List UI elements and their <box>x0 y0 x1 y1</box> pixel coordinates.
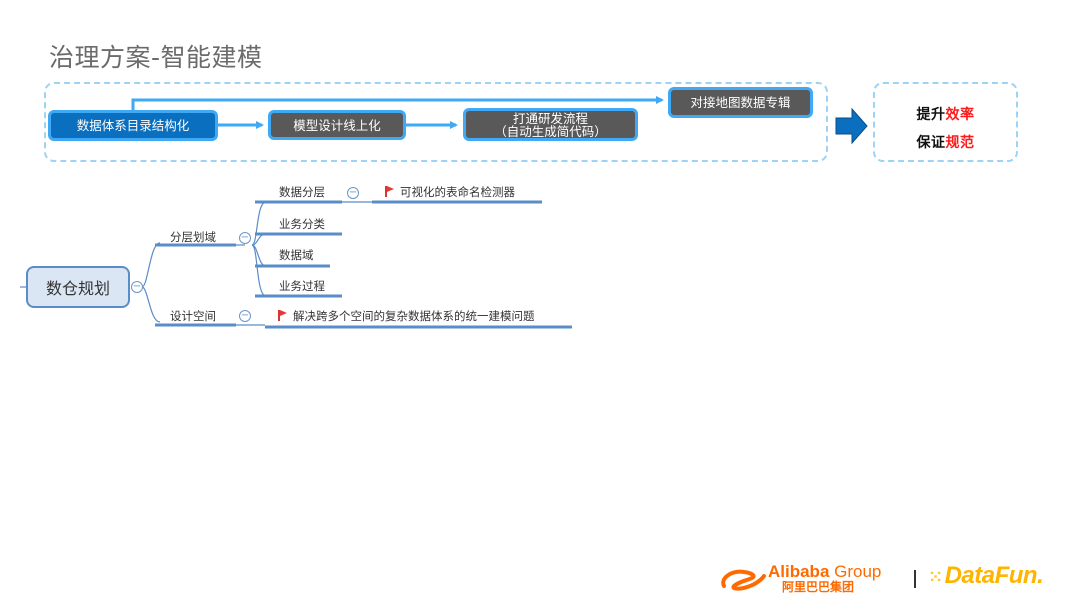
red-flag-icon <box>385 186 394 197</box>
logo-divider <box>914 570 916 588</box>
note-text: 可视化的表命名检测器 <box>400 185 515 199</box>
datafun-text: DataFun. <box>944 562 1044 589</box>
flow-node-directory-structuring[interactable]: 数据体系目录结构化 <box>48 110 218 141</box>
flow-node-map-data-album[interactable]: 对接地图数据专辑 <box>668 87 813 118</box>
flow-node-label: 数据体系目录结构化 <box>76 118 190 133</box>
mindmap-branch-design-space[interactable]: 设计空间 <box>170 309 216 323</box>
red-flag-icon <box>278 310 287 321</box>
mindmap-node-data-domain[interactable]: 数据域 <box>279 248 314 262</box>
result-box: 提升效率 保证规范 <box>873 82 1018 162</box>
mindmap-root[interactable]: 数仓规划 <box>26 266 130 308</box>
flow-node-label: 模型设计线上化 <box>293 117 381 133</box>
datafun-logo: ⁙DataFun. <box>928 562 1044 590</box>
result-prefix: 提升 <box>916 107 946 123</box>
flow-node-model-design-online[interactable]: 模型设计线上化 <box>268 110 406 140</box>
result-accent: 效率 <box>945 107 975 123</box>
result-accent: 规范 <box>945 135 975 151</box>
flow-node-label-line1: 打通研发流程 <box>512 110 588 126</box>
flow-container <box>44 82 828 162</box>
flow-node-label: 对接地图数据专辑 <box>690 95 791 110</box>
mindmap-note-naming-detector[interactable]: 可视化的表命名检测器 <box>385 184 515 200</box>
note-text: 解决跨多个空间的复杂数据体系的统一建模问题 <box>293 309 535 323</box>
collapse-icon[interactable]: − <box>347 187 359 199</box>
datafun-dots-icon: ⁙ <box>928 567 943 587</box>
collapse-icon[interactable]: − <box>239 232 251 244</box>
mindmap-root-label: 数仓规划 <box>45 279 110 298</box>
flow-node-label-line2: （自动生成简代码） <box>494 123 607 139</box>
mindmap-node-business-process[interactable]: 业务过程 <box>279 279 325 293</box>
mindmap-node-business-category[interactable]: 业务分类 <box>279 217 325 231</box>
alibaba-cn-text: 阿里巴巴集团 <box>782 580 855 594</box>
right-arrow-icon <box>835 107 868 145</box>
alibaba-en-text: Alibaba Group <box>768 562 882 581</box>
collapse-icon[interactable]: − <box>131 281 143 293</box>
mindmap-branch-layering[interactable]: 分层划域 <box>170 230 216 244</box>
alibaba-group-logo: Alibaba Group 阿里巴巴集团 <box>718 563 881 594</box>
alibaba-logo-icon <box>721 569 766 591</box>
flow-node-dev-process[interactable]: 打通研发流程 （自动生成简代码） <box>463 108 638 141</box>
mindmap-note-unified-modeling[interactable]: 解决跨多个空间的复杂数据体系的统一建模问题 <box>278 308 535 324</box>
result-line-standard: 保证规范 <box>873 132 1018 152</box>
collapse-icon[interactable]: − <box>239 310 251 322</box>
result-prefix: 保证 <box>916 135 946 151</box>
page-title: 治理方案-智能建模 <box>49 43 263 72</box>
result-line-efficiency: 提升效率 <box>873 104 1018 124</box>
mindmap-node-data-layering[interactable]: 数据分层 <box>279 185 325 199</box>
